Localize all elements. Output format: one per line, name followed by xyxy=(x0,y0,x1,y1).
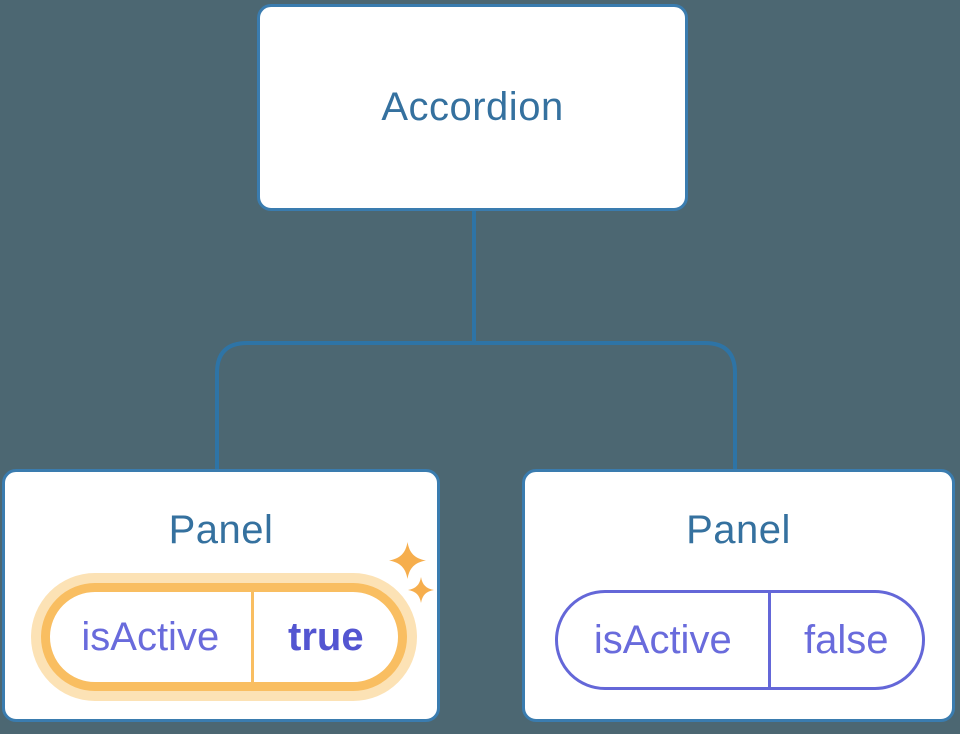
state-prop-name-cell: isActive xyxy=(50,592,254,682)
state-prop-name-cell: isActive xyxy=(558,593,771,687)
state-prop-name: isActive xyxy=(81,614,220,659)
state-prop-value-cell: false xyxy=(771,593,922,687)
sparkle-icon xyxy=(389,542,426,579)
accordion-component-node: Accordion xyxy=(257,4,688,211)
accordion-node-label: Accordion xyxy=(381,85,564,129)
state-prop-value-cell: true xyxy=(254,592,398,682)
state-prop-value: true xyxy=(288,614,364,659)
panel-node-label: Panel xyxy=(168,508,274,552)
sparkle-icon xyxy=(408,577,434,603)
state-prop-value: false xyxy=(804,617,889,662)
isactive-state-pill-highlighted: isActive true xyxy=(41,583,407,691)
isactive-state-pill: isActive false xyxy=(555,590,925,690)
panel-component-node-active: Panel isActive true xyxy=(2,469,440,722)
panel-node-label: Panel xyxy=(686,508,791,552)
panel-component-node-inactive: Panel isActive false xyxy=(522,469,955,722)
state-prop-name: isActive xyxy=(593,617,732,662)
